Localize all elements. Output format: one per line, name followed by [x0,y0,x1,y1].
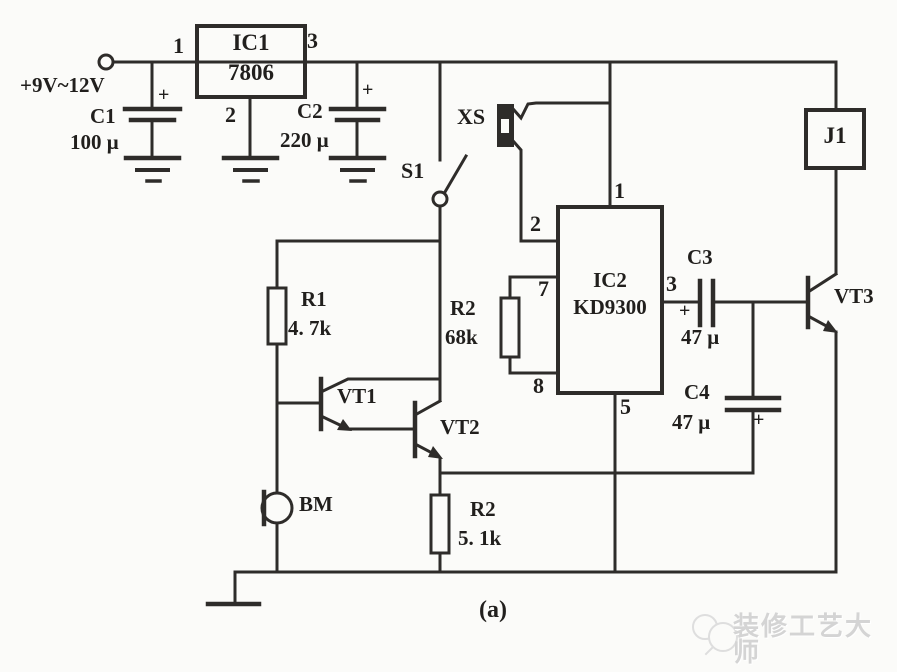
ic2-pin2-label: 2 [530,211,541,236]
c1-plus-sign: + [158,84,170,106]
r1-branch [266,239,442,495]
power-terminal [97,53,838,71]
transistor-vt2-symbol [412,398,443,475]
vt1-label: VT1 [337,384,377,408]
vt2-label: VT2 [440,415,480,439]
ic2-outline [556,60,664,574]
ic2-pin1-label: 1 [614,178,625,203]
r2a-name: R2 [450,296,476,320]
c3-name: C3 [687,245,713,269]
r1-name: R1 [301,287,327,311]
c2-value: 220 μ [280,128,329,152]
ic2-pin8-label: 8 [533,373,544,398]
microphone-bm-symbol [260,489,294,574]
c2-plus-sign: + [362,79,374,101]
r2b-name: R2 [470,497,496,521]
ic1-part: 7806 [228,60,274,85]
c1-value: 100 μ [70,130,119,154]
r2b-value: 5. 1k [458,526,502,550]
ground-rail [205,570,838,607]
ic1-outline [195,24,307,183]
transistor-vt1-symbol [318,376,442,432]
c3-plus-sign: + [679,300,691,322]
c4-plus-sign: + [753,409,765,431]
relay-j1-symbol [804,60,866,275]
figure-label: (a) [479,597,507,623]
ic1-pin1-label: 1 [173,33,184,58]
ic1-pin3-label: 3 [307,28,318,53]
xs-label: XS [457,104,486,129]
bm-label: BM [299,492,333,516]
c3-value: 47 μ [681,325,720,349]
j1-label: J1 [823,123,847,148]
ic1-pin2-label: 2 [225,102,236,127]
power-input-label: +9V~12V [20,73,105,97]
capacitor-c3-symbol [660,278,808,328]
watermark-text: 装修工艺大师 [733,611,874,667]
c1-name: C1 [90,104,116,128]
c4-name: C4 [684,380,710,404]
ic1-name: IC1 [232,30,270,55]
vt3-label: VT3 [834,284,874,308]
r2a-branch [499,275,560,375]
capacitor-c2-symbol [328,60,387,183]
r1-value: 4. 7k [288,316,332,340]
ic2-part: KD9300 [573,295,647,319]
c4-value: 47 μ [672,410,711,434]
ic2-pin3-label: 3 [666,271,677,296]
jack-xs-symbol [497,101,612,243]
switch-s1-symbol [431,60,469,402]
capacitor-c1-symbol [122,60,183,183]
ic2-name: IC2 [593,268,627,292]
r2a-value: 68k [445,325,478,349]
capacitor-c4-symbol [724,300,782,475]
ic2-pin5-label: 5 [620,394,631,419]
bird-logo [692,614,738,656]
s1-label: S1 [401,158,425,183]
transistor-vt3-symbol [805,271,839,574]
r2b-branch [429,471,755,574]
c2-name: C2 [297,99,323,123]
ic2-pin7-label: 7 [538,276,549,301]
